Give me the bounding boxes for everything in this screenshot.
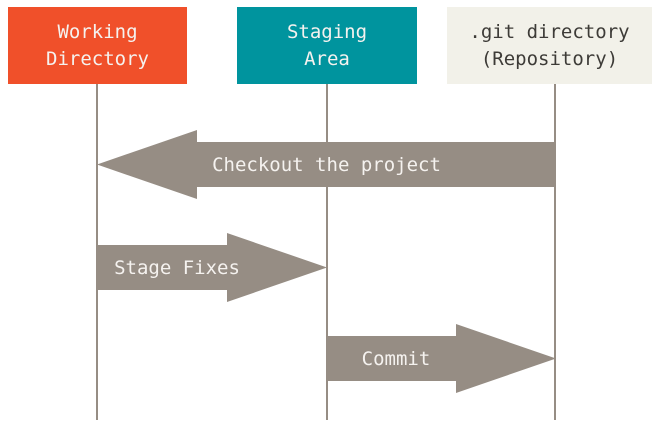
lifeline-staging-area bbox=[326, 84, 328, 420]
checkout-arrow bbox=[97, 130, 556, 199]
stage-fixes-arrow bbox=[97, 233, 327, 302]
column-header-working-directory: Working Directory bbox=[8, 7, 187, 84]
left-arrow-shape bbox=[97, 130, 556, 199]
right-arrow-shape bbox=[97, 233, 327, 302]
column-header-staging-area: Staging Area bbox=[237, 7, 417, 84]
commit-arrow bbox=[326, 324, 556, 393]
right-arrow-shape bbox=[326, 324, 556, 393]
column-header-git-directory: .git directory (Repository) bbox=[447, 7, 652, 84]
lifeline-git-directory bbox=[554, 84, 556, 420]
